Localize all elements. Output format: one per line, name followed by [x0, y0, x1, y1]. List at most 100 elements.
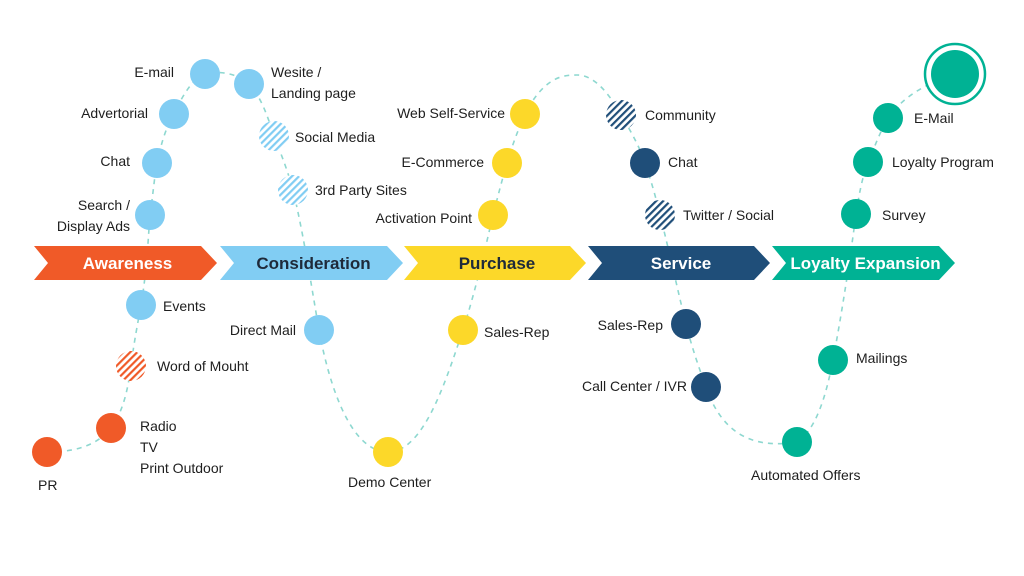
touchpoint-label-twitter-social: Twitter / Social	[683, 207, 774, 223]
touchpoint-mailings	[818, 345, 848, 375]
label-line: Search /	[78, 197, 130, 213]
touchpoint-dot	[478, 200, 508, 230]
label-line: Landing page	[271, 85, 356, 101]
label-line: Chat	[100, 153, 130, 169]
touchpoint-label-website: Wesite / Landing page	[271, 64, 356, 101]
label-line: Automated Offers	[751, 467, 860, 483]
touchpoint-label-e-mail-2: E-Mail	[914, 110, 954, 126]
touchpoint-chat-2	[630, 148, 660, 178]
touchpoint-dot	[873, 103, 903, 133]
touchpoint-label-call-center-ivr: Call Center / IVR	[582, 378, 687, 394]
stage-awareness: Awareness	[34, 246, 217, 280]
touchpoint-dot	[645, 200, 675, 230]
touchpoint-label-direct-mail: Direct Mail	[230, 322, 296, 338]
touchpoint-dot	[818, 345, 848, 375]
touchpoint-goal	[923, 42, 987, 106]
touchpoint-label-third-party-sites: 3rd Party Sites	[315, 182, 407, 198]
label-line: Activation Point	[376, 210, 473, 226]
touchpoint-website	[234, 69, 264, 99]
touchpoint-label-survey: Survey	[882, 207, 926, 223]
touchpoint-dot	[691, 372, 721, 402]
label-line: Loyalty Program	[892, 154, 994, 170]
stage-label-purchase: Purchase	[459, 254, 536, 273]
stage-label-loyalty: Loyalty Expansion	[790, 254, 940, 273]
touchpoint-label-search-display-ads: Search /Display Ads	[57, 197, 130, 234]
touchpoint-e-commerce	[492, 148, 522, 178]
touchpoint-label-e-mail: E-mail	[134, 64, 174, 80]
touchpoint-label-activation-point: Activation Point	[376, 210, 473, 226]
stage-label-consideration: Consideration	[256, 254, 370, 273]
touchpoint-dot	[853, 147, 883, 177]
touchpoint-dot	[159, 99, 189, 129]
touchpoint-dot	[492, 148, 522, 178]
label-line: Demo Center	[348, 474, 432, 490]
touchpoint-community	[606, 100, 636, 130]
label-line: E-Mail	[914, 110, 954, 126]
label-line: Direct Mail	[230, 322, 296, 338]
touchpoint-label-community: Community	[645, 107, 716, 123]
touchpoint-label-word-of-mouth: Word of Mouht	[157, 358, 249, 374]
touchpoint-label-events: Events	[163, 298, 206, 314]
touchpoint-events	[126, 290, 156, 320]
touchpoint-label-mailings: Mailings	[856, 350, 907, 366]
touchpoint-dot	[126, 290, 156, 320]
touchpoint-chat-1	[142, 148, 172, 178]
label-line: Wesite /	[271, 64, 321, 80]
label-line: Web Self-Service	[397, 105, 505, 121]
touchpoint-demo-center	[373, 437, 403, 467]
touchpoint-dot	[510, 99, 540, 129]
goal-dot	[931, 50, 979, 98]
touchpoint-dot	[190, 59, 220, 89]
touchpoint-dot	[304, 315, 334, 345]
touchpoint-e-mail	[190, 59, 220, 89]
stage-service: Service	[588, 246, 770, 280]
touchpoint-call-center-ivr	[691, 372, 721, 402]
touchpoint-third-party-sites	[278, 175, 308, 205]
touchpoint-label-social-media: Social Media	[295, 129, 375, 145]
label-line: Call Center / IVR	[582, 378, 687, 394]
label-line: Print Outdoor	[140, 460, 224, 476]
touchpoint-dot	[116, 351, 146, 381]
touchpoint-dot	[234, 69, 264, 99]
touchpoint-dot	[782, 427, 812, 457]
label-line: Twitter / Social	[683, 207, 774, 223]
touchpoint-dot	[630, 148, 660, 178]
touchpoint-social-media	[259, 121, 289, 151]
touchpoint-dot	[278, 175, 308, 205]
touchpoint-dot	[135, 200, 165, 230]
touchpoint-dot	[448, 315, 478, 345]
label-line: 3rd Party Sites	[315, 182, 407, 198]
stage-loyalty: Loyalty Expansion	[772, 246, 955, 280]
touchpoint-dot	[96, 413, 126, 443]
touchpoint-label-chat-1: Chat	[100, 153, 130, 169]
label-line: Community	[645, 107, 716, 123]
touchpoint-advertorial	[159, 99, 189, 129]
stage-purchase: Purchase	[404, 246, 586, 280]
touchpoint-dot	[142, 148, 172, 178]
touchpoint-dot	[373, 437, 403, 467]
touchpoint-label-pr: PR	[38, 477, 57, 493]
touchpoint-word-of-mouth	[116, 351, 146, 381]
touchpoint-sales-rep-1	[448, 315, 478, 345]
touchpoint-dot	[841, 199, 871, 229]
label-line: Survey	[882, 207, 926, 223]
touchpoint-web-self-service	[510, 99, 540, 129]
touchpoint-direct-mail	[304, 315, 334, 345]
touchpoint-label-loyalty-program: Loyalty Program	[892, 154, 994, 170]
touchpoint-loyalty-program	[853, 147, 883, 177]
touchpoint-dot	[32, 437, 62, 467]
touchpoint-label-sales-rep-2: Sales-Rep	[598, 317, 664, 333]
stage-arrow-service	[588, 246, 770, 280]
touchpoint-label-advertorial: Advertorial	[81, 105, 148, 121]
stage-arrow-consideration	[220, 246, 403, 280]
label-line: Events	[163, 298, 206, 314]
touchpoint-dot	[606, 100, 636, 130]
touchpoint-radio-tv-print	[96, 413, 126, 443]
label-line: TV	[140, 439, 159, 455]
touchpoint-dot	[671, 309, 701, 339]
label-line: Sales-Rep	[598, 317, 664, 333]
label-line: Chat	[668, 154, 698, 170]
touchpoint-sales-rep-2	[671, 309, 701, 339]
